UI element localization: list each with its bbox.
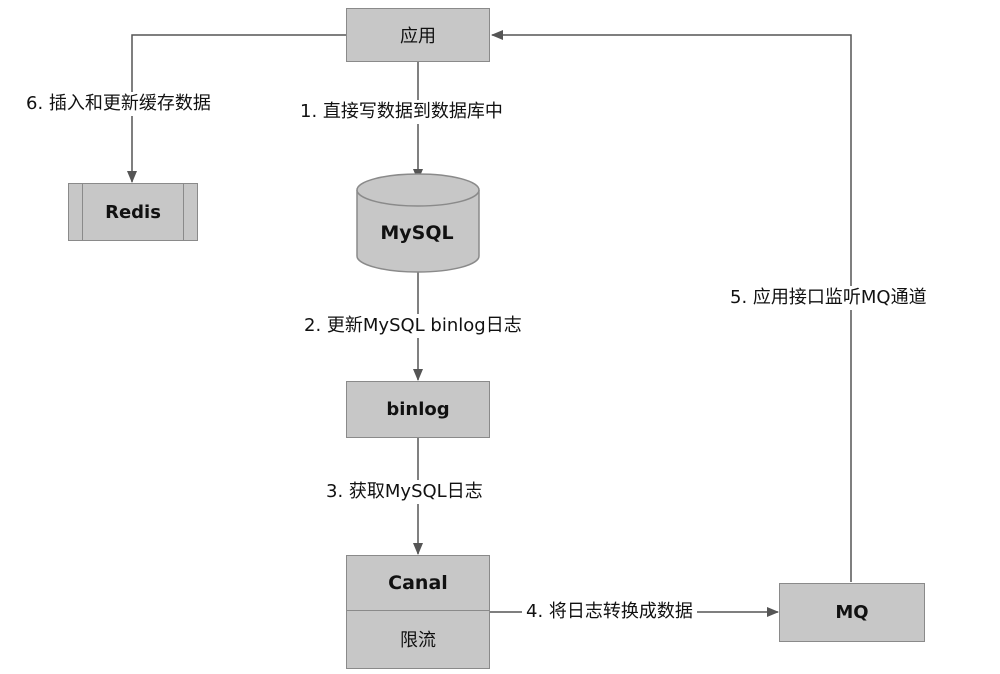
binlog-node-label: binlog — [386, 399, 450, 420]
canal-node-subtitle: 限流 — [400, 630, 436, 651]
edge-label-step5: 5. 应用接口监听MQ通道 — [726, 286, 931, 310]
mq-node-label: MQ — [835, 602, 869, 623]
edge-label-step6: 6. 插入和更新缓存数据 — [22, 92, 215, 116]
edge-label-step2: 2. 更新MySQL binlog日志 — [300, 314, 526, 338]
canal-node: Canal 限流 — [346, 555, 490, 669]
edge-label-step1: 1. 直接写数据到数据库中 — [296, 100, 507, 124]
edge-label-step3: 3. 获取MySQL日志 — [322, 480, 487, 504]
edge-app-to-redis — [127, 34, 346, 183]
redis-node: Redis — [68, 183, 198, 241]
redis-right-bar — [183, 184, 184, 240]
redis-left-bar — [82, 184, 83, 240]
app-node: 应用 — [346, 8, 490, 62]
mysql-node-label: MySQL — [380, 222, 454, 244]
binlog-node: binlog — [346, 381, 490, 438]
edge-label-step4: 4. 将日志转换成数据 — [522, 600, 697, 624]
mq-node: MQ — [779, 583, 925, 642]
app-node-label: 应用 — [400, 26, 436, 47]
mysql-cylinder — [356, 173, 480, 273]
edge-mq-to-app — [491, 30, 852, 582]
canal-node-title: Canal — [347, 556, 489, 611]
redis-node-label: Redis — [105, 201, 161, 223]
